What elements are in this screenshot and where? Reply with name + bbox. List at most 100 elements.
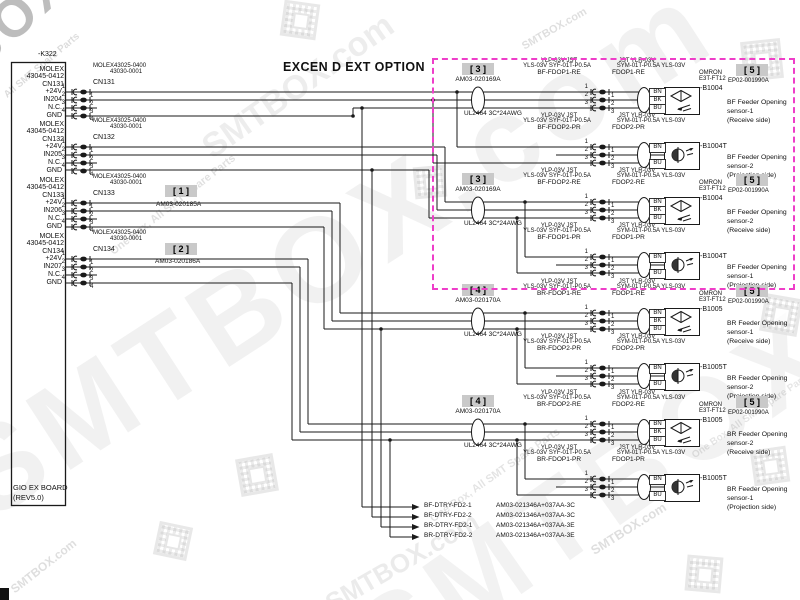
board-connector-make: MOLEX [39, 177, 64, 184]
plug-contact [72, 271, 78, 279]
pin-number: 4 [61, 219, 65, 225]
pin-label: +24V [45, 255, 62, 262]
plug-terminal-label: YLS-03V SYF-01T-P0.5A [523, 339, 591, 345]
sensor-ref-designator: -B1005 [700, 306, 723, 313]
harness-name: BF-FDOP1-PR [537, 234, 581, 241]
pin-number: 4 [61, 163, 65, 169]
cable-sheath-oval [637, 252, 651, 278]
plug-contact [599, 254, 606, 260]
mate-pin-number: 1 [611, 314, 615, 320]
junction-dot [351, 114, 355, 118]
board-connector-part: 43045-0412 [26, 128, 64, 135]
mating-connector-part2: 43030-0001 [110, 236, 143, 242]
pin-label: +24V [45, 199, 62, 206]
ref-tag-5: 5 [736, 174, 768, 186]
cable-ref-tag: 4 [462, 395, 494, 407]
pin-number: 1 [584, 249, 588, 255]
mate-pin-number: 2 [611, 433, 615, 439]
mate-pin-number: 3 [611, 330, 615, 336]
mate-pin-number: 3 [611, 385, 615, 391]
ref-tag-5: 5 [736, 396, 768, 408]
plug-contact [72, 215, 78, 223]
mate-pin-number: 2 [611, 322, 615, 328]
plug-contact [599, 199, 606, 205]
plug-contact [80, 152, 87, 158]
receiver-sensor-icon [669, 421, 693, 444]
page-corner-mark [0, 588, 9, 600]
wire-color-label: BU [649, 104, 666, 114]
wire-color-label: BU [649, 159, 666, 169]
pin-label: GND [46, 112, 62, 119]
sensor-description: sensor-2 [727, 218, 754, 225]
plug-contact [591, 214, 597, 222]
ref-tag-1: 1 [165, 185, 197, 197]
mate-pin-number: 3 [611, 441, 615, 447]
pin-label: GND [46, 223, 62, 230]
sensor-description: (Receive side) [727, 338, 771, 345]
plug-contact [72, 223, 78, 231]
plug-contact [591, 309, 597, 317]
wire-color-label: BU [649, 491, 666, 501]
sensor-description: BF Feeder Opening [727, 209, 787, 216]
sensor-description: BR Feeder Opening [727, 486, 788, 493]
sensor-connector-name: FDOP1-RE [612, 290, 645, 297]
plug-contact [72, 199, 78, 207]
plug-contact [72, 104, 78, 112]
tray-link-part: AM03-021346A+037AA-3E [496, 532, 575, 539]
plug-housing-label: YLP-03V JST [540, 334, 578, 340]
wire-color-label: BU [649, 214, 666, 224]
receptacle-housing-label: JST YLR-03V [618, 113, 656, 119]
harness-name: BF-FDOP1-RE [537, 69, 581, 76]
pin-number: 1 [584, 194, 588, 200]
tray-link-part: AM03-021346A+037AA-3C [496, 512, 575, 519]
sensor-part-number: EP02-001990A [728, 410, 769, 416]
cable-sheath-oval [637, 363, 651, 389]
sensor-ref-designator: -B1005T [700, 475, 727, 482]
wire-color-label: BN [649, 253, 666, 263]
plug-contact [72, 263, 78, 271]
receptacle-housing-label: JST YLR-03V [618, 390, 656, 396]
ref-tag-2: 2 [165, 243, 197, 255]
cable-spec: UL2464 3C*24AWG [464, 110, 522, 117]
plug-contact [599, 326, 606, 332]
harness-name: BR-FDOP2-RE [536, 401, 582, 408]
cable-sheath-oval [637, 474, 651, 500]
pin-number: 3 [584, 265, 588, 271]
plug-contact [80, 264, 87, 270]
plug-contact [80, 160, 87, 166]
pin-label: N.C. [48, 271, 62, 278]
pin-number: 4 [61, 108, 65, 114]
emitter-sensor-icon [671, 147, 694, 163]
pin-label: N.C. [48, 104, 62, 111]
receptacle-terminal-label: SYM-01T-P0.5A YLS-03V [616, 284, 686, 290]
mate-pin-number: 2 [90, 101, 94, 107]
sensor-connector-name: FDOP1-RE [612, 69, 645, 76]
cable-part-number: AM03-020170A [455, 408, 501, 415]
board-connector-name: CN134 [42, 248, 64, 255]
tray-link-part: AM03-021346A+037AA-3E [496, 522, 575, 529]
plug-contact [599, 262, 606, 268]
mate-pin-number: 3 [90, 109, 94, 115]
pin-number: 2 [584, 147, 588, 153]
plug-terminal-label: YLS-03V SYF-01T-P0.5A [523, 450, 591, 456]
pin-number: 3 [61, 267, 65, 273]
mate-pin-number: 4 [90, 172, 94, 178]
plug-contact [599, 429, 606, 435]
plug-contact [72, 167, 78, 175]
mate-pin-number: 2 [611, 211, 615, 217]
mating-connector-name: CN131 [93, 79, 115, 86]
sensor-description: sensor-1 [727, 495, 754, 502]
ref-tag-5: 5 [736, 64, 768, 76]
receptacle-housing-label: JST YLR-03V [618, 168, 656, 174]
mate-pin-number: 1 [611, 425, 615, 431]
sensor-description: BF Feeder Opening [727, 99, 787, 106]
plug-contact [80, 200, 87, 206]
mate-pin-number: 3 [611, 109, 615, 115]
pin-label: IN206 [43, 207, 62, 214]
junction-dot [515, 327, 519, 331]
cable-sheath-oval [471, 418, 485, 446]
board-connector-make: MOLEX [39, 66, 64, 73]
plug-contact [599, 160, 606, 166]
sensor-maker: OMRON [699, 402, 722, 408]
